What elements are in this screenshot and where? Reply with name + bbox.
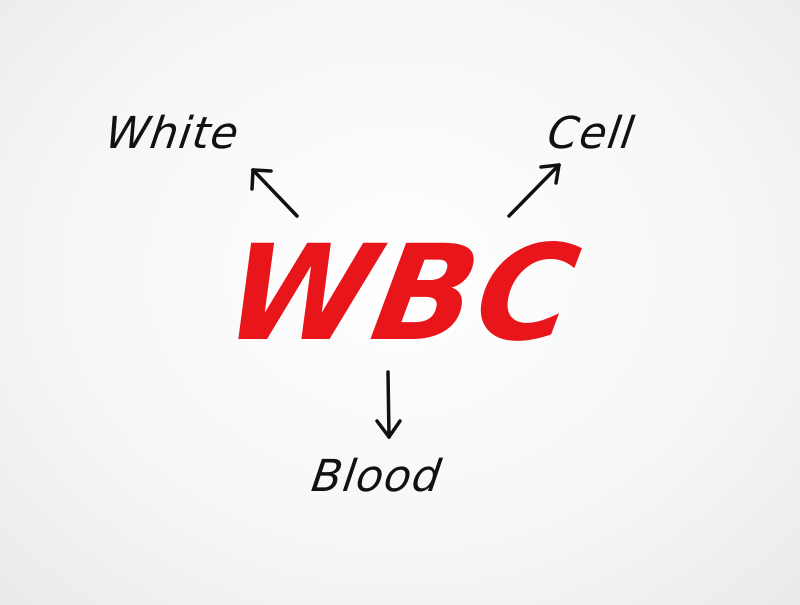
acronym-title: WBC — [214, 217, 591, 371]
arrow-to-white — [250, 168, 299, 218]
word-cell: Cell — [544, 108, 638, 159]
arrow-to-blood — [375, 370, 402, 439]
arrow-to-cell — [507, 163, 561, 218]
word-white: White — [102, 108, 243, 159]
word-blood: Blood — [308, 451, 445, 502]
